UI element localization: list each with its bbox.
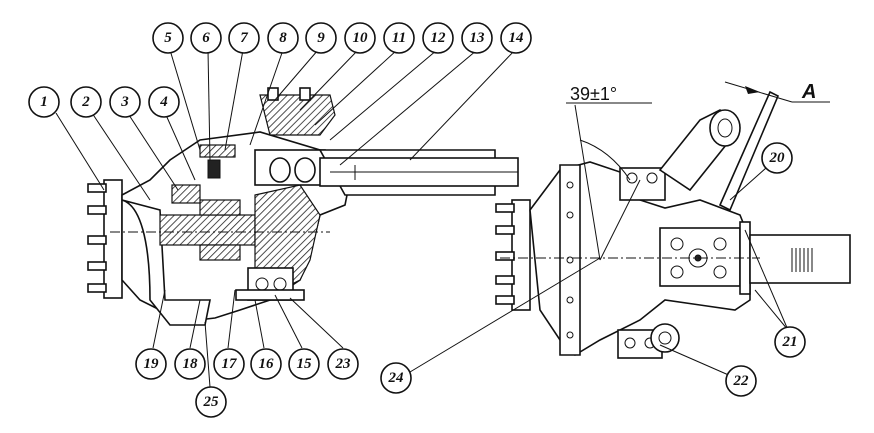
callout-7: 7 bbox=[228, 22, 260, 54]
view-label-a: A bbox=[801, 81, 816, 103]
svg-text:8: 8 bbox=[279, 30, 287, 46]
callout-19: 19 bbox=[135, 348, 167, 380]
callout-23: 23 bbox=[327, 348, 359, 380]
callout-15: 15 bbox=[288, 348, 320, 380]
right-external-view bbox=[495, 81, 851, 359]
svg-text:14: 14 bbox=[509, 30, 525, 46]
lever bbox=[718, 90, 780, 212]
svg-text:21: 21 bbox=[782, 334, 798, 350]
bottom-eye bbox=[650, 323, 680, 353]
svg-text:24: 24 bbox=[388, 370, 405, 386]
callout-22: 22 bbox=[725, 365, 757, 397]
callout-25: 25 bbox=[195, 386, 227, 418]
svg-text:13: 13 bbox=[470, 30, 486, 46]
callout-4: 4 bbox=[148, 86, 180, 118]
svg-text:9: 9 bbox=[317, 30, 325, 46]
callout-11: 11 bbox=[383, 22, 415, 54]
callout-20: 20 bbox=[761, 142, 793, 174]
callout-3: 3 bbox=[109, 86, 141, 118]
upper-gear-section bbox=[199, 144, 236, 158]
svg-text:3: 3 bbox=[120, 94, 129, 110]
svg-text:4: 4 bbox=[159, 94, 168, 110]
callout-8: 8 bbox=[267, 22, 299, 54]
lower-bolt-plate bbox=[235, 289, 305, 301]
top-bolt-block bbox=[619, 167, 666, 201]
right-flange-bolts bbox=[495, 203, 515, 305]
callout-13: 13 bbox=[461, 22, 493, 54]
callout-21: 21 bbox=[774, 326, 806, 358]
callout-12: 12 bbox=[422, 22, 454, 54]
callout-6: 6 bbox=[190, 22, 222, 54]
left-flange-bolts bbox=[87, 183, 107, 293]
upper-arm-eye bbox=[709, 109, 741, 147]
top-cover-section bbox=[259, 94, 336, 136]
callout-2: 2 bbox=[70, 86, 102, 118]
svg-text:6: 6 bbox=[202, 30, 210, 46]
gear-section bbox=[171, 184, 201, 204]
svg-text:11: 11 bbox=[392, 30, 406, 46]
callouts: 1 2 3 4 5 6 7 8 9 10 11 12 13 14 15 16 1… bbox=[28, 22, 806, 418]
svg-text:20: 20 bbox=[769, 150, 786, 166]
svg-text:10: 10 bbox=[353, 30, 369, 46]
svg-text:25: 25 bbox=[203, 394, 220, 410]
callout-16: 16 bbox=[250, 348, 282, 380]
callout-1: 1 bbox=[28, 86, 60, 118]
callout-5: 5 bbox=[152, 22, 184, 54]
right-disc-bolts bbox=[566, 181, 574, 339]
svg-text:15: 15 bbox=[297, 356, 313, 372]
shaft-section bbox=[159, 214, 256, 246]
callout-17: 17 bbox=[213, 348, 245, 380]
svg-text:5: 5 bbox=[164, 30, 172, 46]
svg-text:7: 7 bbox=[240, 30, 248, 46]
gear-teeth bbox=[207, 159, 221, 179]
callout-9: 9 bbox=[305, 22, 337, 54]
callout-10: 10 bbox=[344, 22, 376, 54]
svg-text:18: 18 bbox=[183, 356, 199, 372]
left-bell bbox=[121, 199, 211, 326]
callout-14: 14 bbox=[500, 22, 532, 54]
svg-text:1: 1 bbox=[40, 94, 48, 110]
callout-18: 18 bbox=[174, 348, 206, 380]
svg-text:23: 23 bbox=[335, 356, 352, 372]
bearing-upper bbox=[199, 199, 241, 216]
svg-text:12: 12 bbox=[431, 30, 447, 46]
svg-text:2: 2 bbox=[81, 94, 90, 110]
left-sectional-view bbox=[87, 87, 519, 326]
leader-lines bbox=[55, 49, 789, 388]
callout-24: 24 bbox=[380, 362, 412, 394]
svg-text:22: 22 bbox=[733, 373, 750, 389]
svg-text:16: 16 bbox=[259, 356, 275, 372]
angle-label: 39±1° bbox=[570, 84, 617, 104]
right-disc bbox=[559, 164, 581, 356]
svg-text:17: 17 bbox=[222, 356, 238, 372]
thread bbox=[791, 248, 813, 272]
bearing-lower bbox=[199, 244, 241, 261]
svg-text:19: 19 bbox=[144, 356, 160, 372]
